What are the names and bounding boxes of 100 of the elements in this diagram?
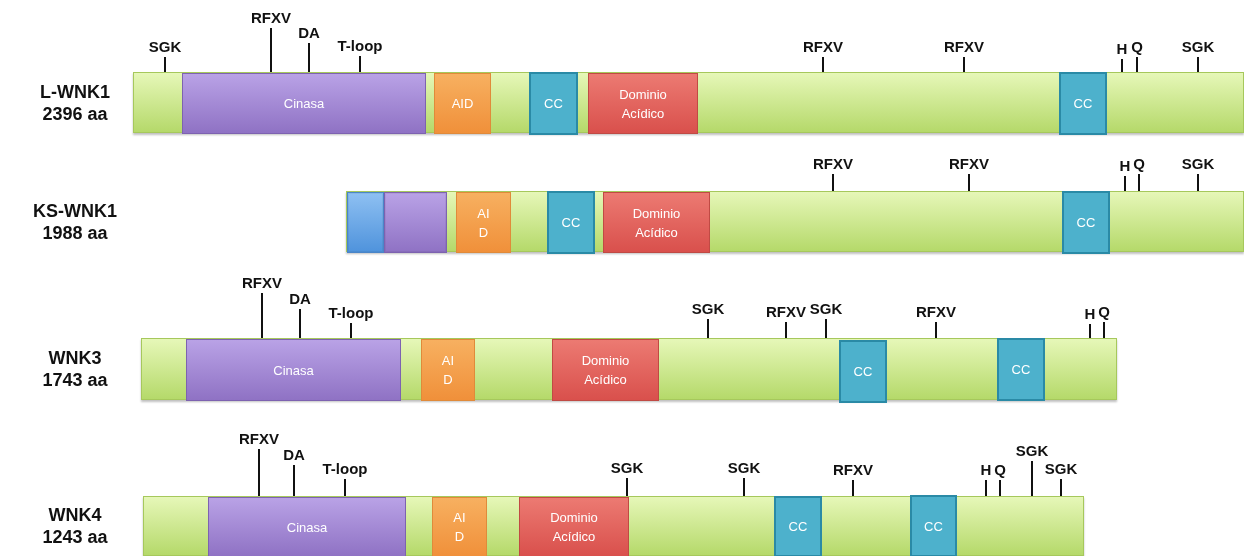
leader-line: [261, 292, 263, 340]
kinase-domain: [384, 192, 447, 253]
leader-line: [968, 173, 970, 193]
leader-line: [359, 55, 361, 74]
protein-length: 1743 aa: [42, 369, 108, 391]
autoinhibitory-domain: [434, 73, 491, 134]
site-label: SGK: [809, 300, 843, 318]
coiled-coil-domain: [547, 191, 595, 254]
coiled-coil-domain: [1062, 191, 1110, 254]
leader-line: [963, 56, 965, 74]
protein-length: 2396 aa: [42, 102, 108, 125]
site-label: T-loop: [328, 304, 374, 322]
domain-name: Cinasa: [286, 518, 328, 537]
leader-line: [1031, 460, 1033, 498]
autoinhibitory-domain: [456, 192, 511, 253]
site-label: SGK: [1181, 155, 1215, 173]
site-label: SGK: [727, 459, 761, 477]
site-label: Q: [1098, 303, 1110, 321]
domain-name: CC: [923, 517, 944, 536]
site-label: DA: [283, 446, 305, 464]
site-label: RFXV: [766, 303, 806, 321]
site-label: RFXV: [813, 155, 853, 173]
leader-line: [935, 321, 937, 340]
domain-name: Cinasa: [273, 361, 314, 380]
site-label: Q: [1131, 38, 1143, 56]
site-label: RFXV: [803, 38, 843, 56]
domain-name: AI D: [452, 509, 467, 546]
leader-line: [1197, 173, 1199, 193]
leader-line: [1138, 173, 1140, 193]
protein-name: WNK3: [48, 347, 102, 369]
kinase-domain: [208, 497, 406, 556]
site-label: H: [1084, 305, 1096, 323]
domain-name: AI D: [440, 352, 456, 389]
site-label: SGK: [1044, 460, 1078, 478]
leader-line: [299, 308, 301, 340]
site-label: RFXV: [251, 9, 291, 27]
leader-line: [293, 464, 295, 498]
domain-name: AI D: [476, 204, 491, 242]
site-label: RFXV: [944, 38, 984, 56]
domain-name: CC: [787, 518, 809, 536]
site-label: SGK: [691, 300, 725, 318]
protein-bar: [143, 496, 1084, 556]
leader-line: [743, 477, 745, 498]
protein-name: L-WNK1: [40, 80, 110, 103]
domain-name: Dominio Acídico: [632, 204, 681, 242]
n-terminal-domain: [347, 192, 384, 253]
leader-line: [344, 478, 346, 498]
protein-bar: [133, 72, 1244, 133]
site-label: SGK: [1015, 442, 1049, 460]
coiled-coil-domain: [1059, 72, 1107, 135]
site-label: T-loop: [322, 460, 368, 478]
domain-name: CC: [1075, 214, 1097, 232]
acidic-domain: [603, 192, 710, 253]
leader-line: [1060, 478, 1062, 498]
coiled-coil-domain: [839, 340, 887, 403]
acidic-domain: [552, 339, 659, 401]
site-label: SGK: [148, 38, 182, 56]
site-label: RFXV: [242, 274, 282, 292]
leader-line: [1103, 321, 1105, 340]
leader-line: [707, 318, 709, 340]
leader-line: [852, 479, 854, 498]
leader-line: [626, 477, 628, 498]
site-label: H: [980, 461, 992, 479]
site-label: Q: [1133, 155, 1145, 173]
site-label: RFXV: [916, 303, 956, 321]
leader-line: [270, 27, 272, 74]
coiled-coil-domain: [529, 72, 578, 135]
protein-name: KS-WNK1: [33, 199, 117, 222]
leader-line: [308, 42, 310, 74]
leader-line: [999, 479, 1001, 498]
site-label: DA: [289, 290, 311, 308]
domain-name: Dominio Acídico: [581, 352, 630, 389]
site-label: RFXV: [239, 430, 279, 448]
leader-line: [350, 322, 352, 340]
coiled-coil-domain: [997, 338, 1045, 401]
leader-line: [1089, 323, 1091, 340]
leader-line: [785, 321, 787, 340]
autoinhibitory-domain: [421, 339, 475, 401]
site-label: H: [1116, 40, 1128, 58]
acidic-domain: [588, 73, 698, 134]
leader-line: [1124, 175, 1126, 193]
domain-name: CC: [1010, 361, 1032, 379]
leader-line: [258, 448, 260, 498]
leader-line: [1121, 58, 1123, 74]
domain-name: Dominio Acídico: [619, 85, 667, 123]
leader-line: [822, 56, 824, 74]
domain-name: CC: [560, 214, 582, 232]
kinase-domain: [186, 339, 401, 401]
site-label: H: [1119, 157, 1131, 175]
domain-name: AID: [451, 95, 474, 113]
protein-bar: [346, 191, 1244, 252]
domain-name: CC: [852, 363, 874, 381]
protein-name: WNK4: [48, 504, 102, 526]
leader-line: [1197, 56, 1199, 74]
leader-line: [164, 56, 166, 74]
acidic-domain: [519, 497, 629, 556]
site-label: SGK: [1181, 38, 1215, 56]
domain-name: Dominio Acídico: [550, 509, 598, 546]
coiled-coil-domain: [774, 496, 822, 556]
autoinhibitory-domain: [432, 497, 487, 556]
